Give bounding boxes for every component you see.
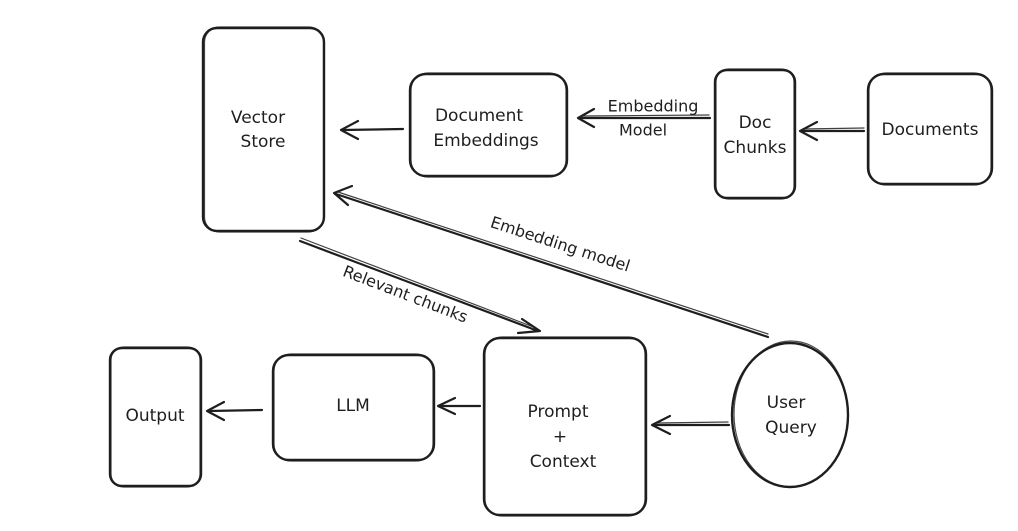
edge-embeddings-to-vector-store (339, 119, 405, 141)
query-embedding-model-label: Embedding model (488, 213, 632, 276)
embedding-model-label-line1: Embedding (608, 97, 699, 116)
vector-store-node[interactable]: Vector Store (201, 26, 326, 233)
edge-llm-to-output (205, 400, 264, 422)
prompt-context-node[interactable]: Prompt + Context (482, 336, 648, 517)
document-embeddings-node[interactable]: Document Embeddings (408, 72, 569, 178)
prompt-context-label-line3: Context (530, 452, 597, 472)
embedding-model-label-line2: Model (619, 121, 667, 140)
user-query-label-line2: Query (765, 418, 817, 438)
llm-label: LLM (336, 396, 370, 416)
user-query-label-line1: User (767, 393, 806, 413)
edge-vector-store-to-prompt: Relevant chunks (298, 237, 542, 335)
edge-prompt-to-llm (436, 396, 482, 416)
vector-store-label-line1: Vector (231, 108, 285, 128)
llm-node[interactable]: LLM (271, 353, 436, 462)
prompt-context-label-line1: Prompt (528, 402, 589, 422)
edge-doc-chunks-to-embeddings: Embedding Model (576, 97, 712, 140)
doc-chunks-label-line1: Doc (739, 113, 772, 133)
documents-label: Documents (882, 120, 979, 140)
edge-query-to-prompt (650, 414, 731, 436)
edge-query-to-vector-store: Embedding model (332, 184, 770, 339)
doc-chunks-label-line2: Chunks (724, 138, 787, 158)
output-node[interactable]: Output (108, 346, 203, 488)
output-label: Output (125, 406, 184, 426)
relevant-chunks-label: Relevant chunks (340, 262, 470, 327)
vector-store-label-line2: Store (241, 132, 286, 152)
document-embeddings-label-line2: Embeddings (433, 131, 538, 151)
documents-node[interactable]: Documents (866, 72, 994, 186)
doc-chunks-node[interactable]: Doc Chunks (713, 68, 797, 200)
edge-documents-to-doc-chunks (798, 120, 866, 142)
prompt-context-label-line2: + (553, 427, 567, 447)
user-query-node[interactable]: User Query (730, 340, 850, 489)
document-embeddings-label-line1: Document (435, 106, 523, 126)
